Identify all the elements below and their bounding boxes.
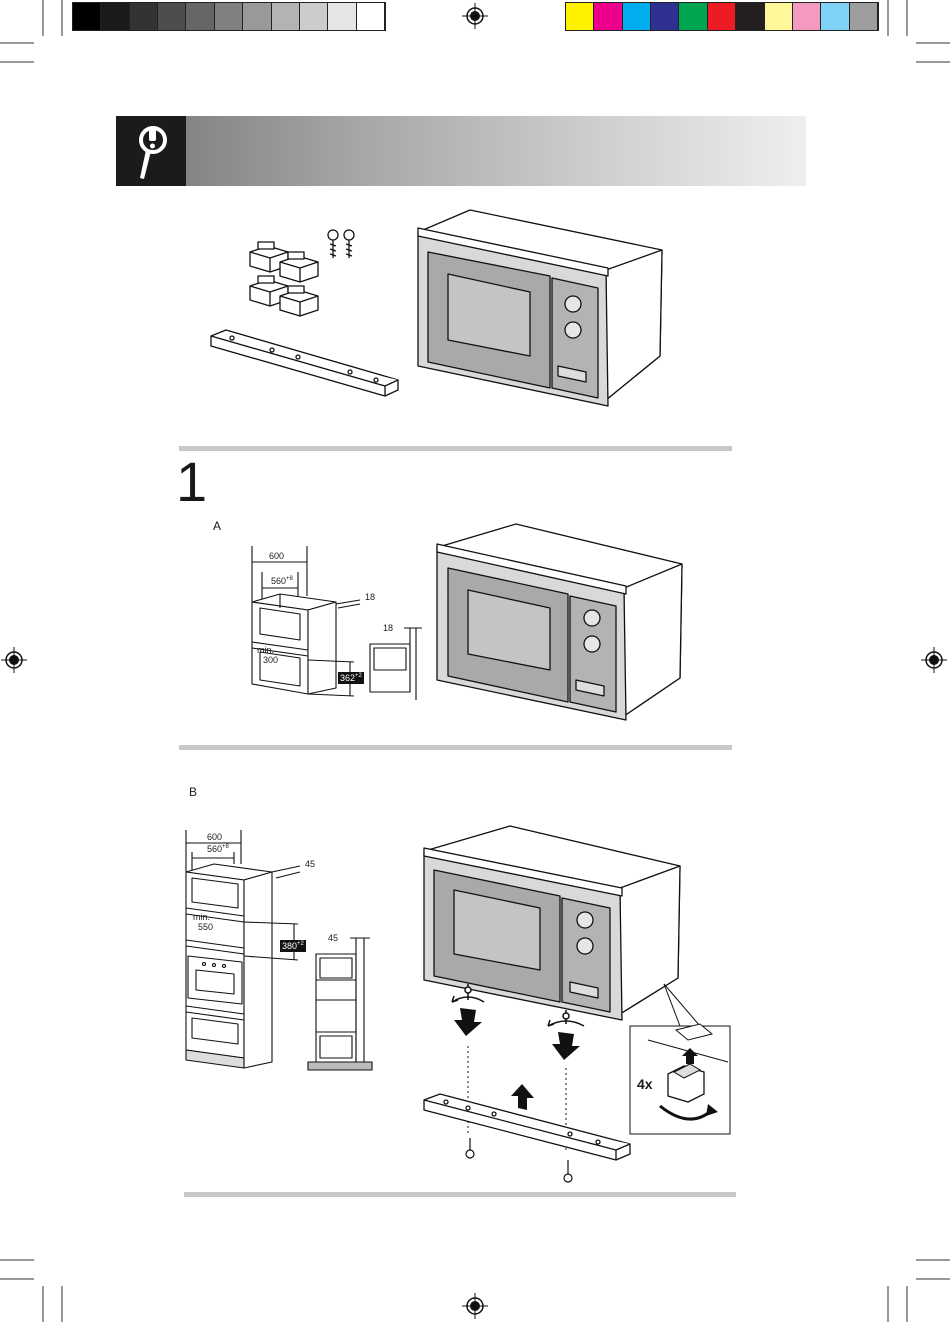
section-divider [184, 1192, 736, 1197]
down-arrow-icon [454, 1008, 580, 1060]
up-arrow-icon [511, 1084, 534, 1110]
quantity-label: 4x [637, 1076, 653, 1092]
